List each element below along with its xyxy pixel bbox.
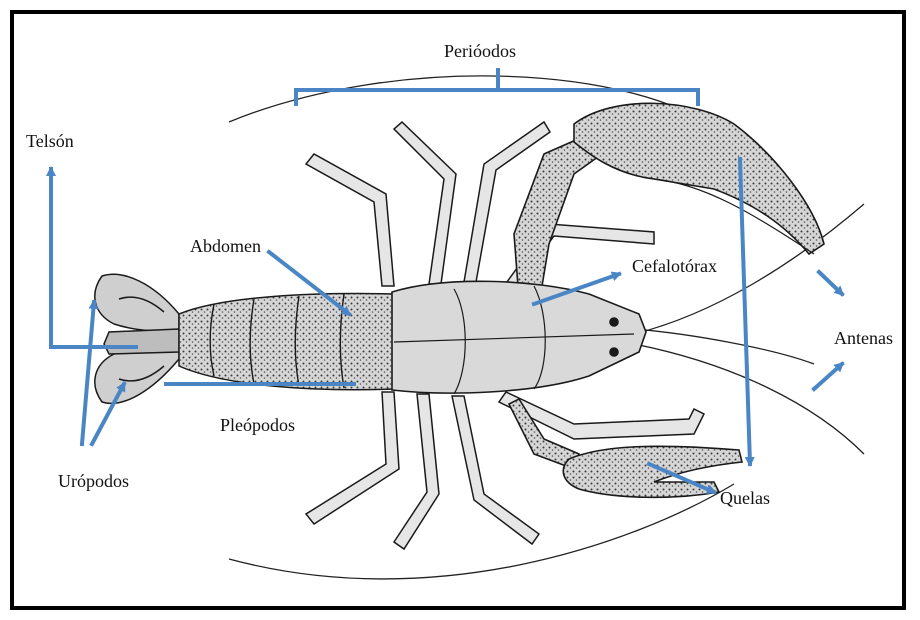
leg-lower-1 [306,392,399,524]
leg-upper-2 [394,122,456,284]
antennae-arrow-lower [814,364,842,389]
abdomen-label: Abdomen [190,237,261,255]
cephalothorax-body [392,281,646,394]
chelae-label: Quelas [720,489,770,507]
telson-label: Telsón [26,132,74,150]
cephalothorax-label: Cefalotórax [632,257,717,275]
abdomen-body [179,294,394,390]
antennae-arrow-upper [819,272,842,294]
leg-upper-1 [306,154,394,286]
antenna-thin-1 [634,329,814,364]
crayfish-illustration [14,14,906,610]
pleopods-label: Pleópodos [220,416,295,434]
uropods-arrow-1 [82,302,94,444]
antennae-label: Antenas [834,329,893,347]
pereiopods-label: Perióodos [444,42,516,60]
uropods-label: Urópodos [58,472,129,490]
diagram-frame: Perióodos Telsón Abdomen Cefalotórax Ant… [10,10,906,610]
leg-lower-2 [394,394,439,549]
